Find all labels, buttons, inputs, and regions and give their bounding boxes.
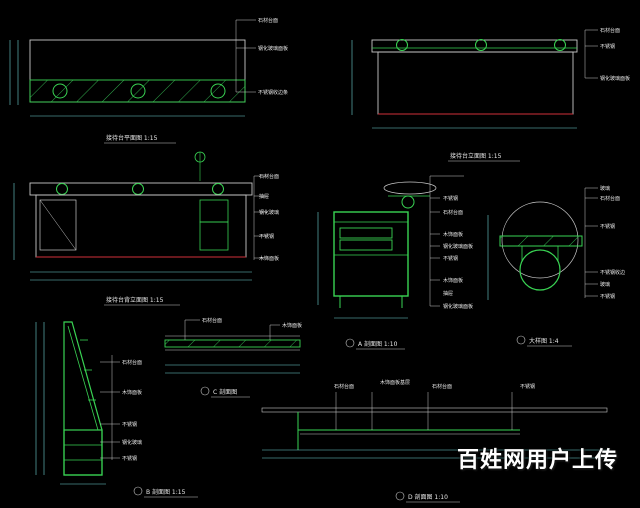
view-title: 大样图 1:4 [529,337,559,345]
label: 钢化玻璃面板 [258,45,288,52]
label: 不锈钢 [443,195,458,202]
label: 不锈钢 [600,223,615,230]
label: 木饰面板 [122,389,142,396]
label: 不锈钢收边条 [258,89,288,96]
label: 石材台面 [202,317,222,324]
label: 钢化玻璃 [122,439,142,446]
view-bottom-center-section-c: 石材台面 木饰面板 C 剖面图 [164,317,302,398]
label: 石材台面 [122,359,142,366]
label: 石材台面 [258,17,278,24]
label: 木饰面板基层 [380,379,410,386]
label: 玻璃 [600,185,610,192]
section-marker-icon [516,335,526,345]
view-top-left-plan: 石材台面 钢化玻璃面板 不锈钢收边条 接待台平面图 1:15 [9,17,288,144]
label: 石材台面 [600,27,620,34]
view-title: C 剖面图 [213,388,237,396]
view-title: 接待台平面图 1:15 [106,134,158,142]
section-marker-icon [194,151,206,181]
watermark-logo: 百姓网用户上传 [456,448,618,473]
label: 石材台面 [600,195,620,202]
label: 木饰面板 [443,277,463,284]
label: 不锈钢收边 [600,269,625,276]
label: 不锈钢 [443,255,458,262]
label: 钢化玻璃面板 [443,303,473,310]
view-title: 接待台立面图 1:15 [450,152,502,160]
section-marker-icon [395,491,405,501]
view-middle-left-back-elevation: 石材台面 抽屉 钢化玻璃 不锈钢 木饰面板 接待台背立面图 1:15 [13,151,279,306]
label: 钢化玻璃面板 [600,75,630,82]
label: 不锈钢 [520,383,535,390]
label: 石材台面 [259,173,279,180]
label: 不锈钢 [122,421,137,428]
label: 不锈钢 [600,43,615,50]
view-title: D 剖面图 1:10 [408,493,448,501]
view-title: A 剖面图 1:10 [358,340,398,348]
section-marker-icon [345,338,355,348]
label: 钢化玻璃 [259,209,279,216]
label: 石材台面 [432,383,452,390]
label: 石材台面 [334,383,354,390]
view-bottom-right-section-d: 石材台面 木饰面板基层 石材台面 不锈钢 D 剖面图 1:10 [261,379,608,503]
label: 不锈钢 [600,293,615,300]
label: 抽屉 [259,193,269,200]
label: 木饰面板 [282,322,302,329]
label: 木饰面板 [443,231,463,238]
view-title: 接待台背立面图 1:15 [106,296,164,304]
view-middle-right-detail: 玻璃 石材台面 不锈钢 不锈钢收边 玻璃 不锈钢 大样图 1:4 [487,185,625,347]
label: 抽屉 [443,290,453,297]
label: 石材台面 [443,209,463,216]
view-bottom-left-section-b: 石材台面 木饰面板 不锈钢 钢化玻璃 不锈钢 B 剖面图 1:15 [35,321,198,498]
section-marker-icon [133,486,143,496]
label: 钢化玻璃面板 [443,243,473,250]
section-marker-icon [200,386,210,396]
label: 玻璃 [600,281,610,288]
view-middle-center-section-a: 不锈钢 石材台面 木饰面板 钢化玻璃面板 不锈钢 木饰面板 抽屉 钢化玻璃面板 … [317,175,473,350]
view-top-right-elevation: 石材台面 不锈钢 钢化玻璃面板 接待台立面图 1:15 [351,27,630,162]
label: 不锈钢 [122,455,137,462]
view-title: B 剖面图 1:15 [146,488,186,496]
label: 不锈钢 [259,233,274,240]
label: 木饰面板 [259,255,279,262]
